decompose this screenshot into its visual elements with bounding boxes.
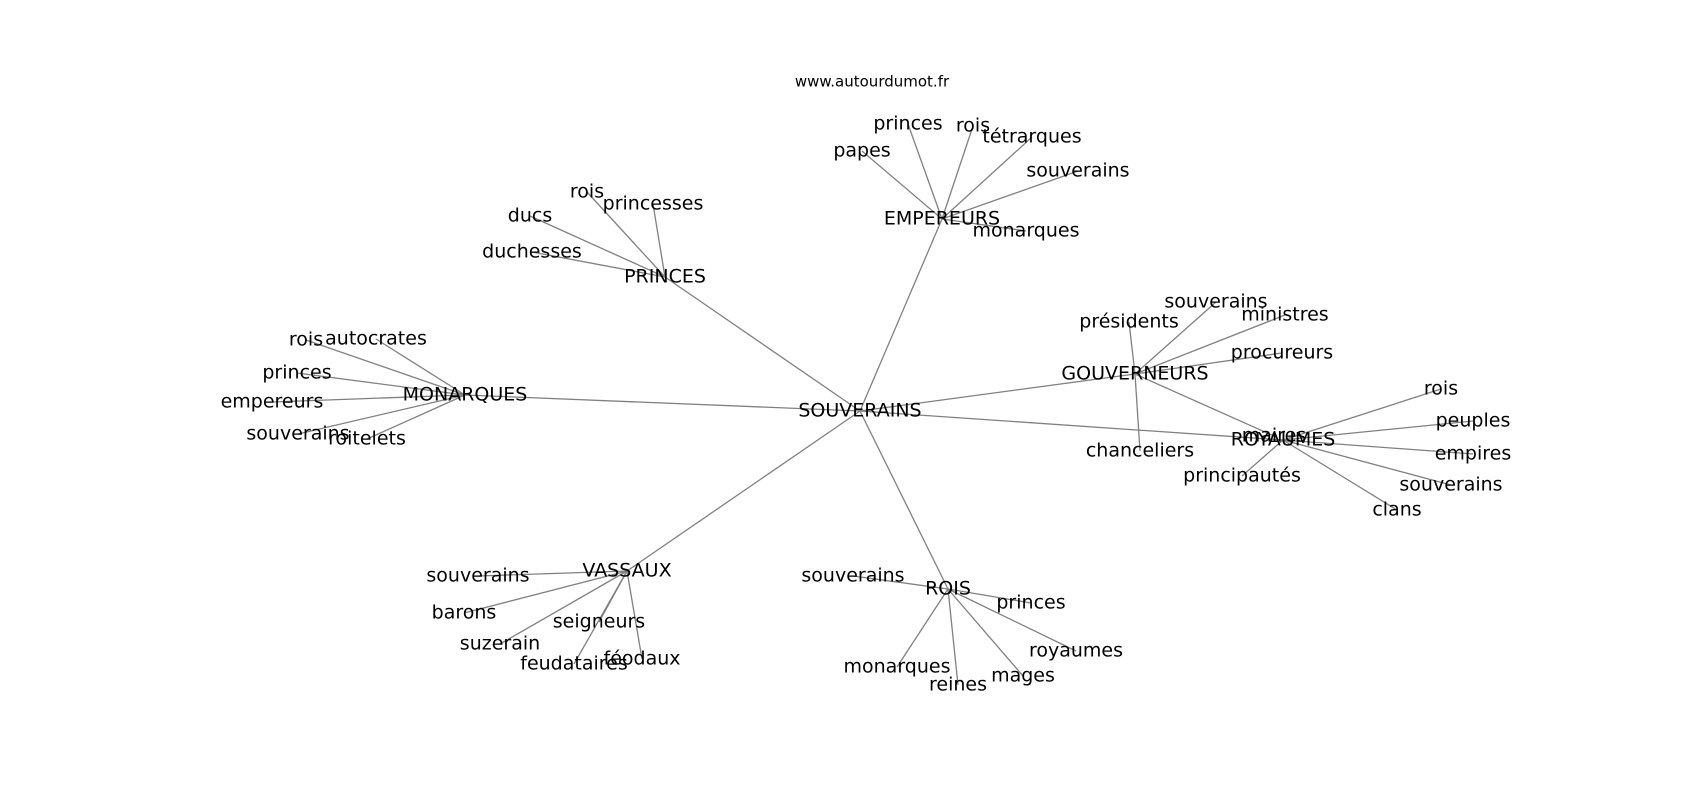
leaf-node[interactable]: chanceliers: [1086, 440, 1194, 462]
edge-royaumes-leaf: [1241, 439, 1284, 477]
leaf-node[interactable]: tétrarques: [982, 126, 1081, 148]
edge-princes-leaf: [529, 215, 666, 278]
leaf-node[interactable]: princes: [996, 592, 1065, 614]
edge-gouverneurs-leaf: [1134, 373, 1275, 437]
leaf-node[interactable]: rois: [570, 181, 604, 203]
edge-gouverneurs-leaf: [1134, 373, 1141, 452]
edge-center-gouverneurs: [859, 373, 1136, 412]
leaf-node[interactable]: princesses: [603, 193, 704, 215]
leaf-node[interactable]: rois: [289, 329, 323, 351]
edge-vassaux-leaf: [626, 570, 643, 660]
edge-rois-leaf: [852, 575, 949, 590]
hub-node-gouverneurs[interactable]: GOUVERNEURS: [1061, 363, 1208, 385]
leaf-node[interactable]: princes: [262, 362, 331, 384]
center-node-label[interactable]: SOUVERAINS: [798, 400, 921, 422]
leaf-node[interactable]: peuples: [1436, 410, 1511, 432]
edge-princes-leaf: [586, 191, 666, 278]
edge-princes-leaf: [652, 203, 666, 278]
edge-gouverneurs-leaf: [1134, 314, 1286, 375]
edge-gouverneurs-leaf: [1134, 352, 1283, 375]
edge-monarques-leaf: [366, 394, 466, 440]
leaf-node[interactable]: principautés: [1183, 465, 1301, 487]
leaf-node[interactable]: empereurs: [221, 391, 324, 413]
edge-rois-leaf: [947, 588, 1032, 604]
edge-monarques-leaf: [297, 394, 466, 435]
leaf-node[interactable]: monarques: [844, 656, 951, 678]
edge-monarques-leaf: [271, 394, 466, 403]
edge-center-princes: [664, 276, 861, 412]
leaf-node[interactable]: féodaux: [604, 648, 681, 670]
hub-node-monarques[interactable]: MONARQUES: [403, 384, 528, 406]
leaf-node[interactable]: souverains: [1164, 291, 1267, 313]
edge-gouverneurs-leaf: [1134, 301, 1217, 375]
edge-center-vassaux: [626, 410, 861, 572]
edge-vassaux-leaf: [463, 570, 628, 614]
edge-royaumes-leaf: [1282, 420, 1474, 441]
leaf-node[interactable]: autocrates: [325, 328, 427, 350]
leaf-node[interactable]: clans: [1372, 499, 1421, 521]
leaf-node[interactable]: souverains: [1399, 474, 1502, 496]
leaf-node[interactable]: reines: [929, 674, 987, 696]
edge-princes-leaf: [531, 251, 666, 278]
edge-monarques-leaf: [375, 338, 466, 396]
leaf-node[interactable]: maires: [1242, 425, 1306, 447]
leaf-node[interactable]: souverains: [1026, 160, 1129, 182]
edge-royaumes-leaf: [1282, 439, 1452, 486]
edge-layer: [271, 123, 1474, 686]
leaf-node[interactable]: barons: [432, 602, 497, 624]
leaf-node[interactable]: feudataires: [520, 653, 627, 675]
leaf-node[interactable]: royaumes: [1029, 640, 1123, 662]
edge-rois-leaf: [896, 588, 949, 668]
leaf-node[interactable]: princes: [873, 113, 942, 135]
edge-center-rois: [859, 410, 949, 590]
edge-vassaux-leaf: [573, 570, 628, 665]
edge-rois-leaf: [947, 588, 1077, 652]
leaf-node[interactable]: monarques: [973, 220, 1080, 242]
leaf-node[interactable]: ministres: [1241, 304, 1328, 326]
leaf-node[interactable]: duchesses: [482, 241, 582, 263]
edge-royaumes-leaf: [1282, 439, 1474, 455]
leaf-node[interactable]: suzerain: [460, 633, 540, 655]
leaf-node[interactable]: souverains: [426, 565, 529, 587]
hub-node-royaumes[interactable]: ROYAUMES: [1231, 429, 1336, 451]
leaf-node[interactable]: souverains: [246, 423, 349, 445]
site-url[interactable]: www.autourdumot.fr: [795, 73, 950, 91]
edge-vassaux-leaf: [499, 570, 628, 645]
edge-monarques-leaf: [296, 372, 466, 396]
hub-node-princes[interactable]: PRINCES: [624, 266, 706, 288]
edge-rois-leaf: [947, 588, 1024, 677]
edge-royaumes-leaf: [1282, 388, 1442, 441]
edge-center-monarques: [464, 394, 861, 412]
leaf-node[interactable]: roitelets: [328, 428, 406, 450]
edge-empereurs-leaf: [941, 136, 1033, 220]
edge-center-royaumes: [859, 410, 1284, 441]
edge-empereurs-leaf: [941, 170, 1079, 220]
leaf-node[interactable]: ducs: [508, 205, 552, 227]
hub-node-vassaux[interactable]: VASSAUX: [582, 560, 671, 582]
edge-rois-leaf: [947, 588, 959, 686]
edge-vassaux-leaf: [477, 570, 628, 577]
leaf-node[interactable]: mages: [991, 665, 1055, 687]
edge-empereurs-leaf: [861, 150, 943, 220]
leaf-node[interactable]: papes: [833, 140, 890, 162]
hub-node-rois[interactable]: ROIS: [925, 578, 971, 600]
edge-empereurs-leaf: [907, 123, 943, 220]
leaf-node[interactable]: seigneurs: [553, 611, 645, 633]
edge-center-empereurs: [859, 218, 943, 412]
edge-empereurs-leaf: [941, 218, 1027, 232]
leaf-node[interactable]: présidents: [1079, 311, 1178, 333]
edge-gouverneurs-leaf: [1128, 321, 1136, 375]
leaf-node[interactable]: procureurs: [1231, 342, 1333, 364]
edge-empereurs-leaf: [941, 125, 974, 220]
edge-royaumes-leaf: [1282, 439, 1398, 511]
leaf-node[interactable]: empires: [1435, 443, 1512, 465]
leaf-node[interactable]: rois: [956, 115, 990, 137]
edge-monarques-leaf: [305, 339, 466, 396]
label-layer: www.autourdumot.fr SOUVERAINS EMPEREURS pr…: [221, 73, 1512, 696]
leaf-node[interactable]: souverains: [801, 565, 904, 587]
hub-node-empereurs[interactable]: EMPEREURS: [884, 208, 1000, 230]
leaf-node[interactable]: rois: [1424, 378, 1458, 400]
